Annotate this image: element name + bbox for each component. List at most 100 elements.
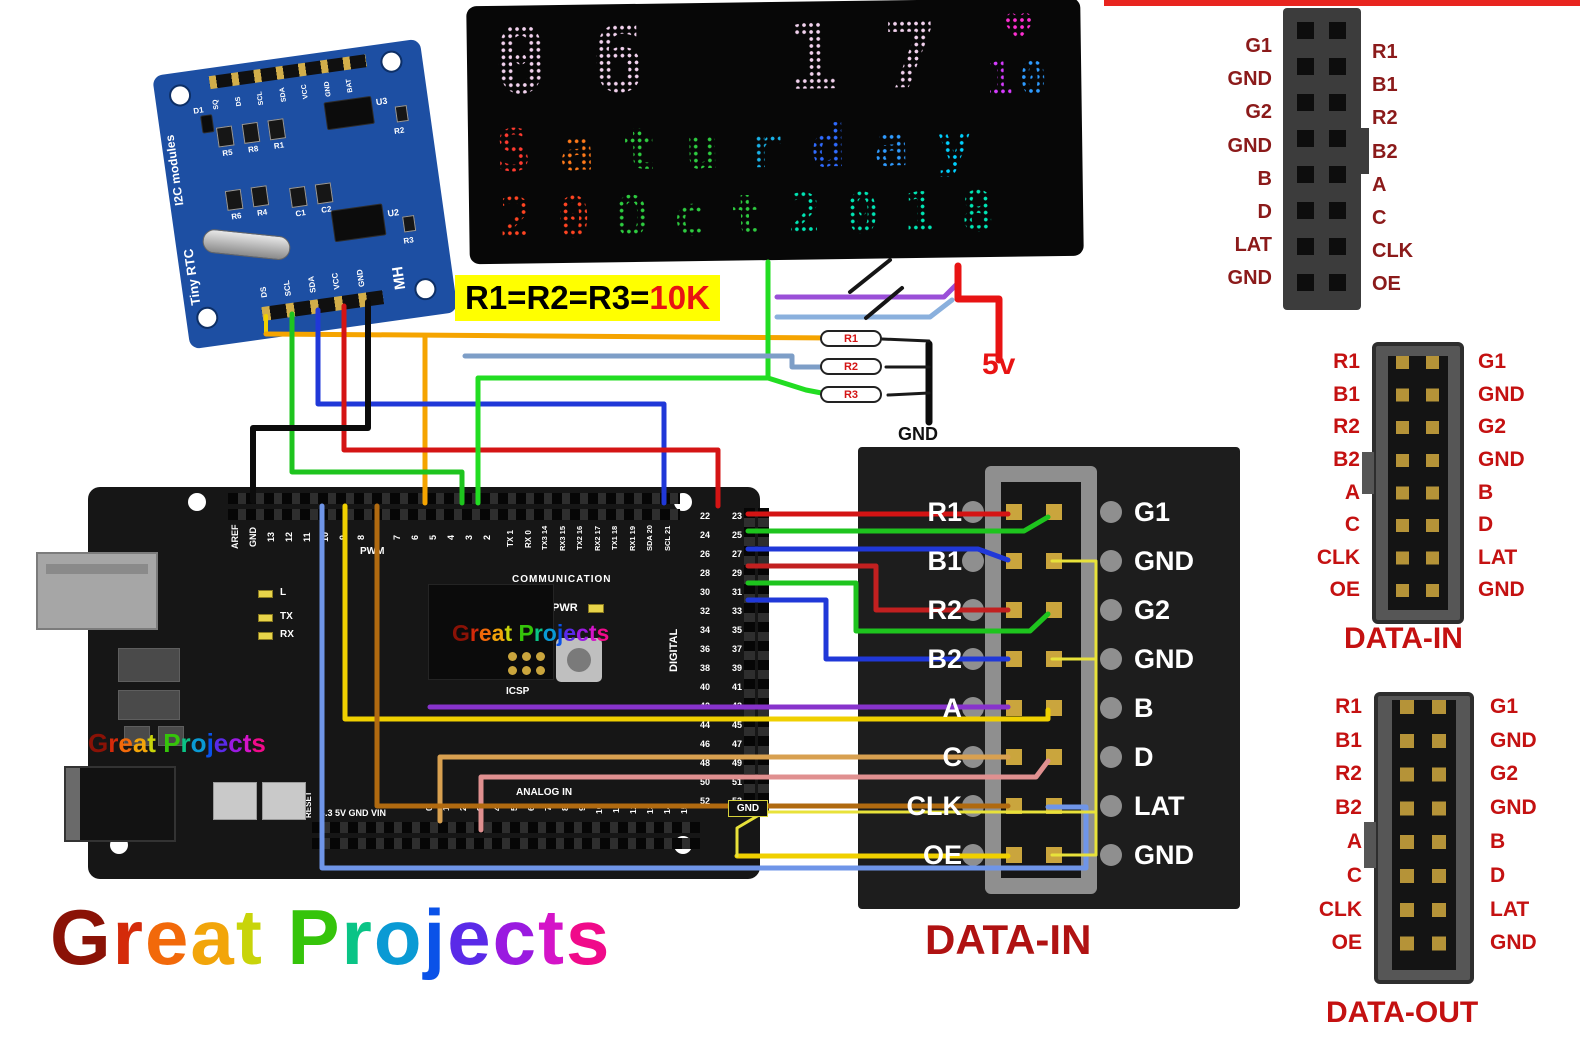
rainbow-letter: r [341,893,374,981]
pin-label-gnd: GND [248,527,258,547]
panel-right-lat: LAT [1134,791,1185,821]
rtc-top-pin-bat: BAT [345,78,355,94]
pin-column [1329,22,1346,291]
conn-out-left-oe: OE [1331,931,1362,955]
digital-pin-50: 50 [699,777,710,787]
conn-out-left-r1: R1 [1335,694,1362,718]
digital-pin-41: 41 [731,682,742,692]
conn-in-right-d: D [1478,513,1494,537]
wire-res3-stub [886,391,931,397]
pin-label-9: 9 [338,534,348,540]
gnd-tag: GND [728,800,768,817]
conn-out-right-g1: G1 [1490,694,1519,718]
analog-pin-14: 14 [662,804,672,814]
conn-top-left-gnd: GND [1227,134,1272,157]
analog-pin-7: 7 [543,806,553,812]
digital-pin-45: 45 [731,720,742,730]
led-segment: 0 [556,185,616,252]
conn-out-left-a: A [1346,830,1362,854]
rainbow-letter: a [190,893,236,981]
digital-pin-42: 42 [699,701,710,711]
icsp-label: ICSP [506,686,530,697]
panel-socket-hole [1100,550,1122,572]
conn-out-left-b2: B2 [1335,796,1362,820]
panel-right-g1: G1 [1134,497,1171,527]
component-block [213,782,257,820]
rainbow-letter: t [537,893,566,981]
conn-out-right-g2: G2 [1490,762,1519,786]
component-block [262,782,306,820]
led-segment: 0 [1018,51,1054,106]
conn-in-right-gnd: GND [1478,578,1525,602]
pin-label-2: 2 [482,534,492,540]
pin-label-tx1-18: TX1 18 [610,525,619,551]
pwr-label: PWR [552,602,578,614]
analog-pin-10: 10 [594,804,604,814]
conn-top-right-b1: B1 [1372,74,1398,97]
conn-out-right-d: D [1490,863,1506,887]
pin-label-tx3-14: TX3 14 [540,525,549,551]
panel-right-b: B [1134,693,1154,723]
pin-label-6: 6 [410,534,420,540]
note-value: 10K [649,279,710,316]
digital-pin-51: 51 [731,777,742,787]
conn-in-left-b2: B2 [1333,448,1360,472]
digital-pin-36: 36 [699,644,710,654]
led-segment: O [614,184,673,251]
pin-label-3: 3 [464,534,474,540]
rainbow-letter: t [235,893,264,981]
rainbow-letter: r [112,893,146,981]
rainbow-letter: r [469,620,479,646]
led-segment: c [671,183,731,250]
rainbow-letter: t [242,728,252,758]
conn-out-caption: DATA-OUT [1326,996,1479,1029]
wire-res1-stub [880,337,931,343]
rainbow-letter: t [147,728,156,758]
rainbow-letter: G [88,728,109,758]
top-right-red-line [1104,0,1580,6]
resistor-note: R1=R2=R3=10K [455,275,720,321]
digital-pin-22: 22 [699,511,710,521]
led-pwr [588,604,604,613]
rtc-top-pin-vcc: VCC [300,84,310,100]
conn-top-left-d: D [1257,201,1272,224]
led-l [258,590,273,598]
rainbow-letter: j [423,893,448,981]
watermark-great-projects: Great Projects [50,892,611,983]
pin-label-tx2-16: TX2 16 [575,525,584,551]
pin-label-5: 5 [428,534,438,540]
rainbow-letter: s [565,893,612,981]
led-segment: 1 [985,51,1020,107]
rtc-title-i2c-modules: I2C modules [162,133,187,207]
conn-top-left-gnd: GND [1227,68,1272,91]
icsp-pin [508,652,517,661]
pin-label-sda-20: SDA 20 [645,525,654,551]
conn-in-left-b1: B1 [1333,382,1360,406]
panel-right-d: D [1134,742,1154,772]
conn-top-left-g1: G1 [1245,35,1272,58]
digital-pin-26: 26 [699,549,710,559]
digital-pin-30: 30 [699,587,710,597]
conn-top-left-b: B [1257,167,1272,190]
led-tx [258,614,273,622]
resistor-r3: R3 [820,386,882,403]
conn-in-left-r2: R2 [1333,415,1360,439]
mounting-hole [412,276,438,302]
pwm-label: PWM [360,546,385,557]
digital-pin-49: 49 [731,758,742,768]
rtc-part-r1: R1 [267,118,287,151]
pin-label-13: 13 [266,532,276,543]
digital-pin-47: 47 [731,739,742,749]
icsp-pin [522,666,531,675]
display-day: Saturday [496,110,1000,185]
panel-left-r1: R1 [927,497,962,527]
analog-pin-2: 2 [458,806,468,812]
led-l-label: L [280,587,287,598]
pin-label-12: 12 [284,532,294,543]
pin-label-rx3-15: RX3 15 [557,525,567,551]
rainbow-letter: r [108,728,119,758]
rtc-top-pin-sq: SQ [212,98,221,110]
